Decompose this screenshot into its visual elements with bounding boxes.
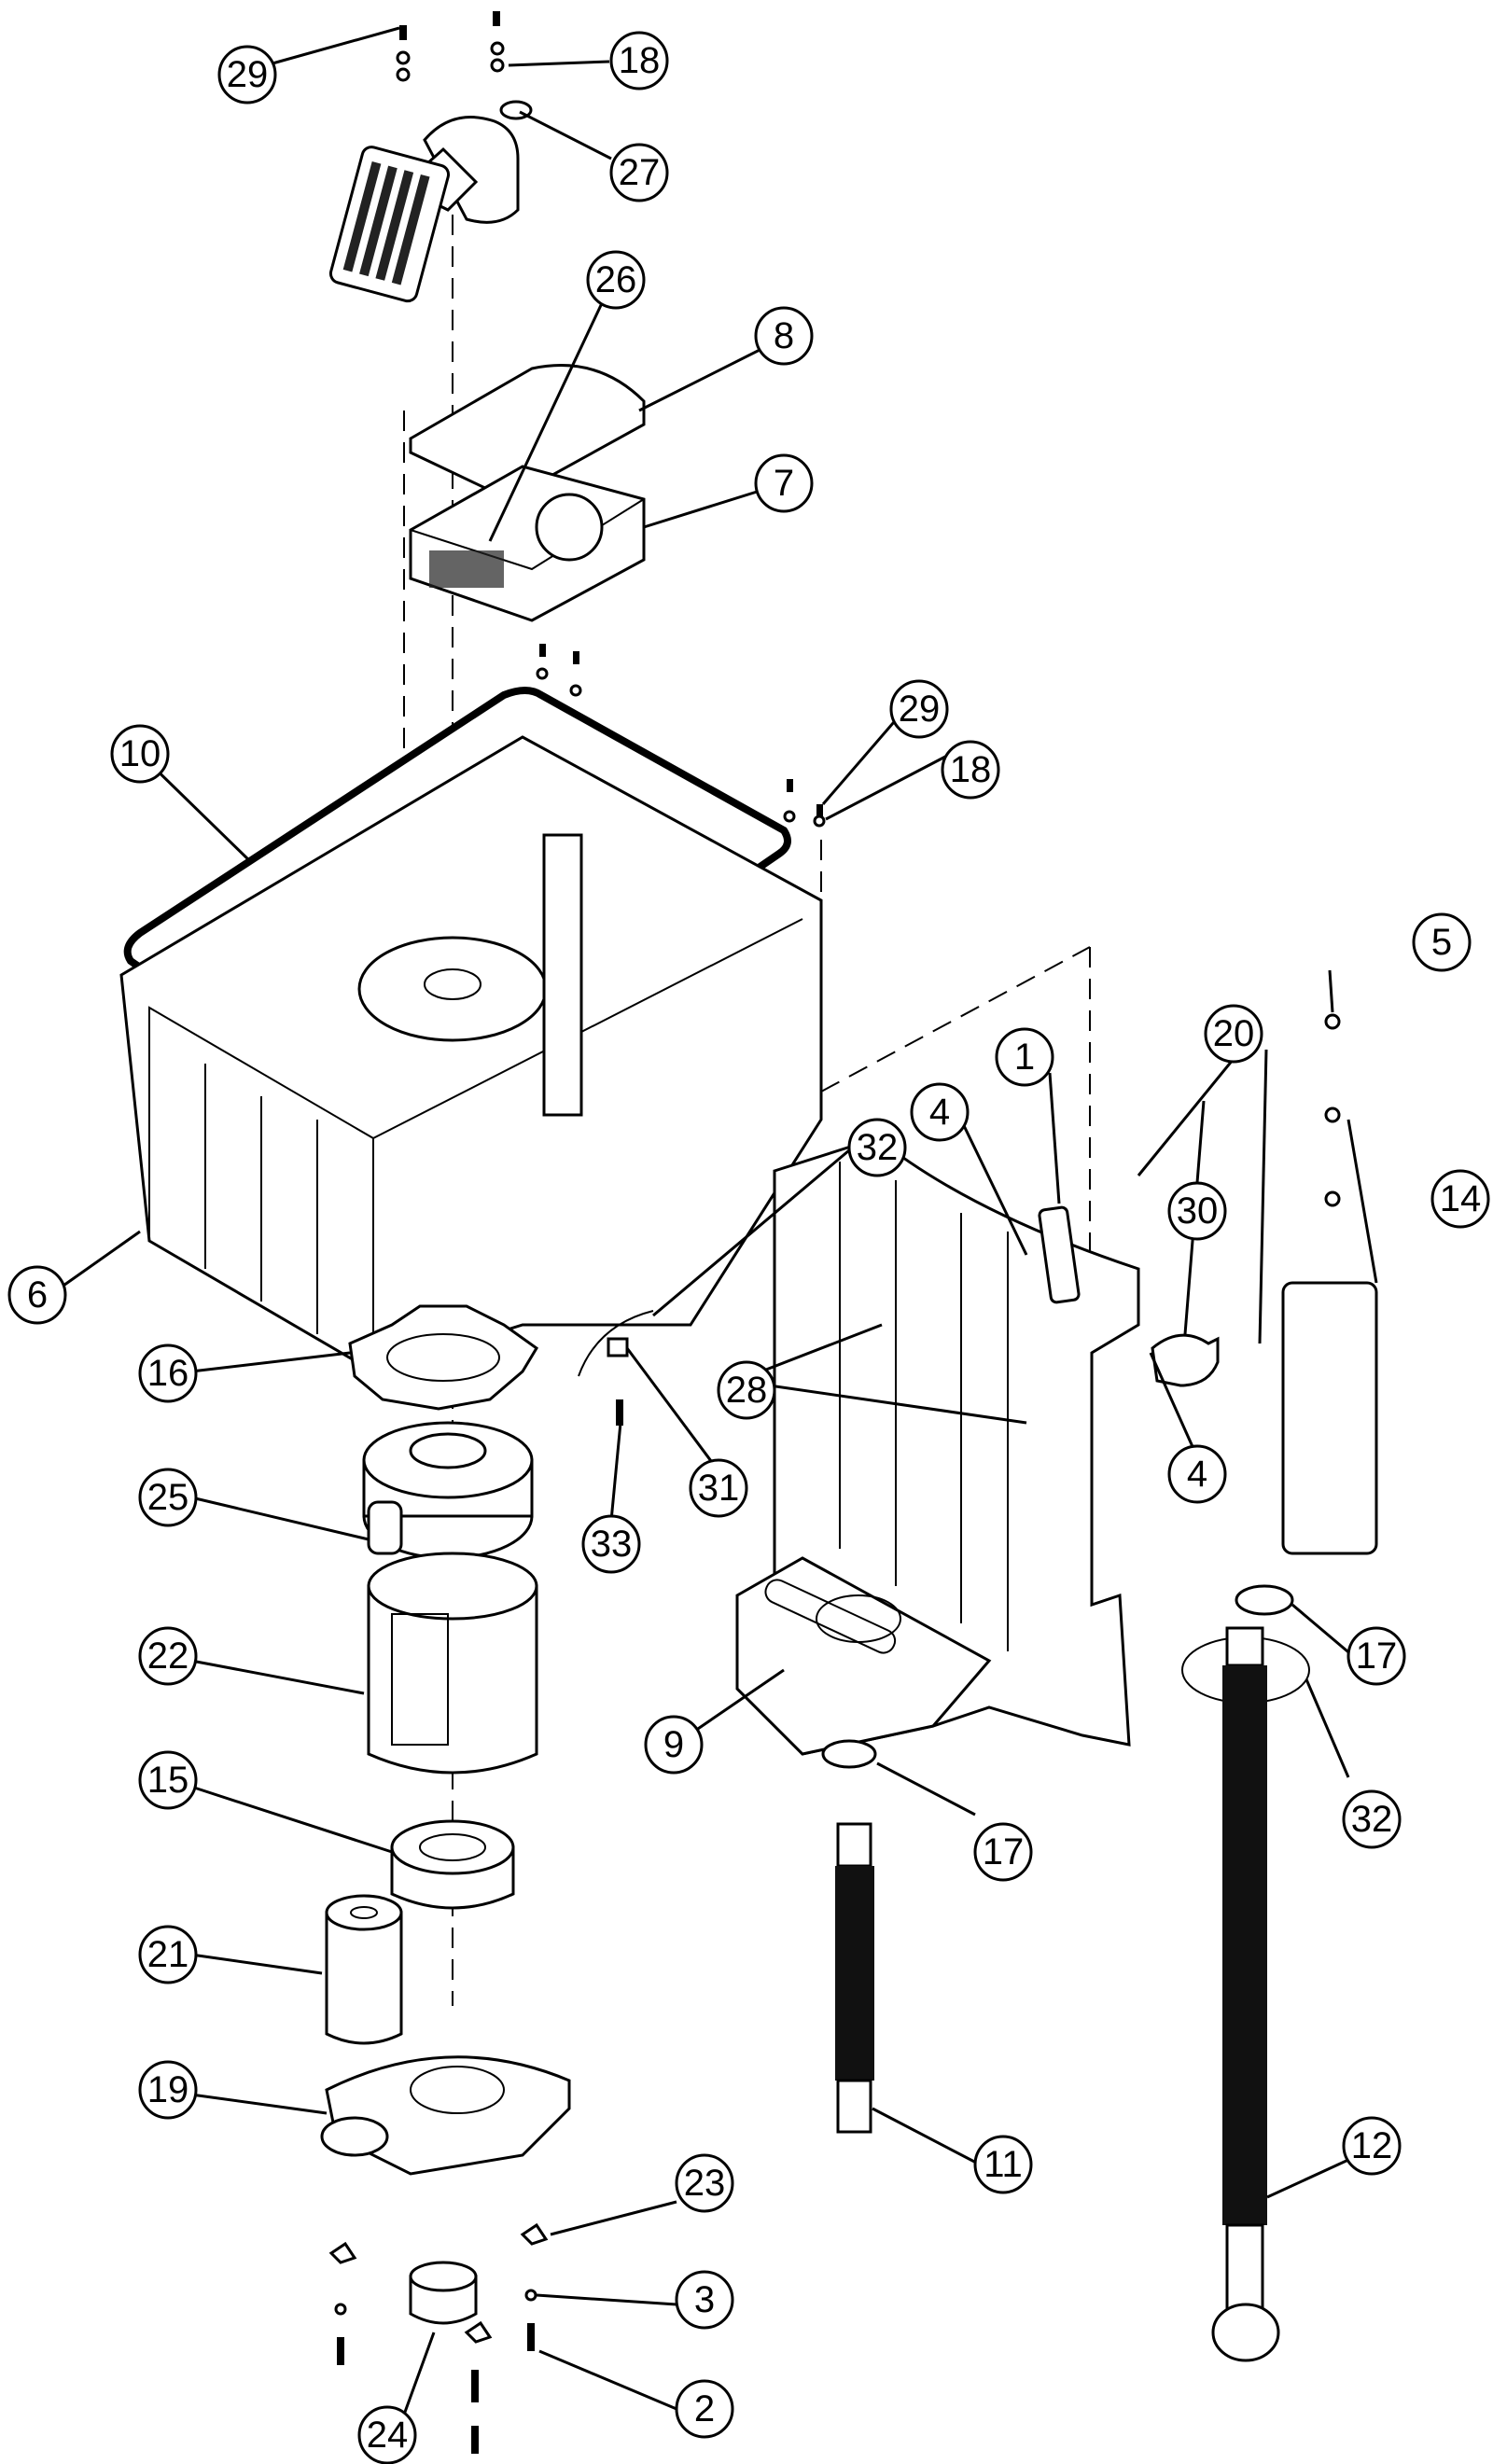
part-14-plate: [1281, 1281, 1378, 1555]
part-30-clamp: [1151, 1333, 1220, 1387]
svg-text:32: 32: [857, 1127, 899, 1168]
part-24-disk: [409, 2261, 478, 2325]
callout-12: 12: [1342, 2116, 1402, 2176]
svg-text:29: 29: [899, 689, 941, 730]
svg-text:5: 5: [1431, 922, 1452, 963]
svg-text:31: 31: [698, 1468, 740, 1509]
svg-text:17: 17: [1356, 1636, 1398, 1677]
svg-text:32: 32: [1351, 1799, 1393, 1840]
callout-20: 20: [1204, 1004, 1263, 1064]
part-8-lid: [409, 364, 646, 501]
callout-30: 30: [1167, 1181, 1227, 1241]
part-15-ring: [390, 1819, 515, 1910]
part-11-hose: [835, 1822, 874, 2134]
part-19-base: [320, 2055, 571, 2176]
callout-18-mid: 18: [941, 740, 1000, 800]
svg-text:27: 27: [619, 152, 661, 193]
svg-text:26: 26: [595, 259, 637, 300]
callout-4-top: 4: [910, 1082, 970, 1142]
part-6-tank: [119, 735, 823, 1373]
callout-17-left: 17: [973, 1822, 1033, 1882]
part-22-housing: [367, 1552, 538, 1775]
callout-16: 16: [138, 1343, 198, 1403]
svg-text:3: 3: [694, 2279, 715, 2320]
callout-31: 31: [689, 1458, 748, 1518]
svg-text:1: 1: [1014, 1037, 1035, 1078]
callout-7: 7: [754, 453, 814, 513]
svg-text:9: 9: [663, 1724, 684, 1765]
part-25-motor: [362, 1421, 534, 1560]
svg-text:15: 15: [147, 1760, 189, 1801]
part-27-filter-elbow: [328, 100, 533, 303]
svg-text:10: 10: [119, 733, 161, 774]
callout-32-bottom: 32: [1342, 1789, 1402, 1849]
fasteners-top: [396, 11, 505, 82]
callout-3: 3: [675, 2270, 734, 2330]
svg-text:22: 22: [147, 1636, 189, 1677]
svg-text:7: 7: [774, 463, 794, 504]
callout-25: 25: [138, 1468, 198, 1527]
callout-17-right: 17: [1346, 1626, 1406, 1686]
callout-26: 26: [586, 250, 646, 310]
part-31-sensor: [578, 1310, 654, 1426]
callout-15: 15: [138, 1750, 198, 1810]
svg-text:20: 20: [1213, 1013, 1255, 1054]
svg-text:16: 16: [147, 1353, 189, 1394]
callout-19: 19: [138, 2060, 198, 2120]
svg-text:19: 19: [147, 2069, 189, 2110]
callout-32-top: 32: [847, 1118, 907, 1177]
callout-33: 33: [581, 1514, 641, 1574]
svg-text:18: 18: [619, 40, 661, 81]
svg-text:2: 2: [694, 2388, 715, 2429]
svg-text:30: 30: [1177, 1190, 1219, 1232]
leader-lines: [60, 26, 1378, 2436]
callout-10: 10: [110, 724, 170, 784]
callout-18-top: 18: [609, 31, 669, 90]
callout-21: 21: [138, 1925, 198, 1984]
svg-text:23: 23: [684, 2163, 726, 2204]
part-12-hose: [1211, 1626, 1280, 2362]
svg-text:29: 29: [227, 54, 269, 95]
callout-29-top: 29: [217, 45, 277, 104]
callout-1: 1: [995, 1027, 1054, 1087]
callout-14: 14: [1430, 1169, 1490, 1229]
callout-24: 24: [357, 2405, 417, 2464]
callout-28: 28: [717, 1360, 776, 1420]
callout-8: 8: [754, 306, 814, 366]
svg-text:18: 18: [950, 749, 992, 790]
svg-text:33: 33: [591, 1524, 633, 1565]
svg-text:28: 28: [726, 1370, 768, 1411]
svg-text:24: 24: [367, 2415, 409, 2456]
svg-text:4: 4: [929, 1092, 950, 1133]
part-1-latch: [1038, 1205, 1081, 1304]
part-16-retainer: [348, 1304, 538, 1411]
part-7-filter-box: [409, 465, 646, 622]
part-9-bracket: [735, 1136, 1140, 1756]
callout-6: 6: [7, 1265, 67, 1325]
svg-text:14: 14: [1440, 1178, 1482, 1219]
svg-text:17: 17: [983, 1831, 1025, 1872]
callout-9: 9: [644, 1715, 704, 1775]
svg-text:11: 11: [984, 2144, 1023, 2185]
callout-5: 5: [1412, 912, 1472, 972]
fasteners-mid: [536, 644, 826, 828]
svg-text:21: 21: [147, 1934, 189, 1975]
svg-text:8: 8: [774, 315, 794, 356]
svg-text:12: 12: [1351, 2125, 1393, 2166]
part-5-fasteners: [1324, 1013, 1341, 1207]
callout-23: 23: [675, 2153, 734, 2213]
callout-2: 2: [675, 2379, 734, 2439]
part-17-clamps: [821, 1584, 1294, 1769]
svg-text:6: 6: [27, 1274, 48, 1316]
callout-29-mid: 29: [889, 679, 949, 739]
bottom-fasteners: [328, 2222, 549, 2454]
callout-11: 11: [973, 2135, 1033, 2194]
callout-4-bottom: 4: [1167, 1444, 1227, 1504]
part-21-filter-cylinder: [325, 1894, 403, 2045]
callout-27: 27: [609, 143, 669, 202]
callout-22: 22: [138, 1626, 198, 1686]
svg-text:25: 25: [147, 1477, 189, 1518]
svg-text:4: 4: [1187, 1454, 1207, 1495]
